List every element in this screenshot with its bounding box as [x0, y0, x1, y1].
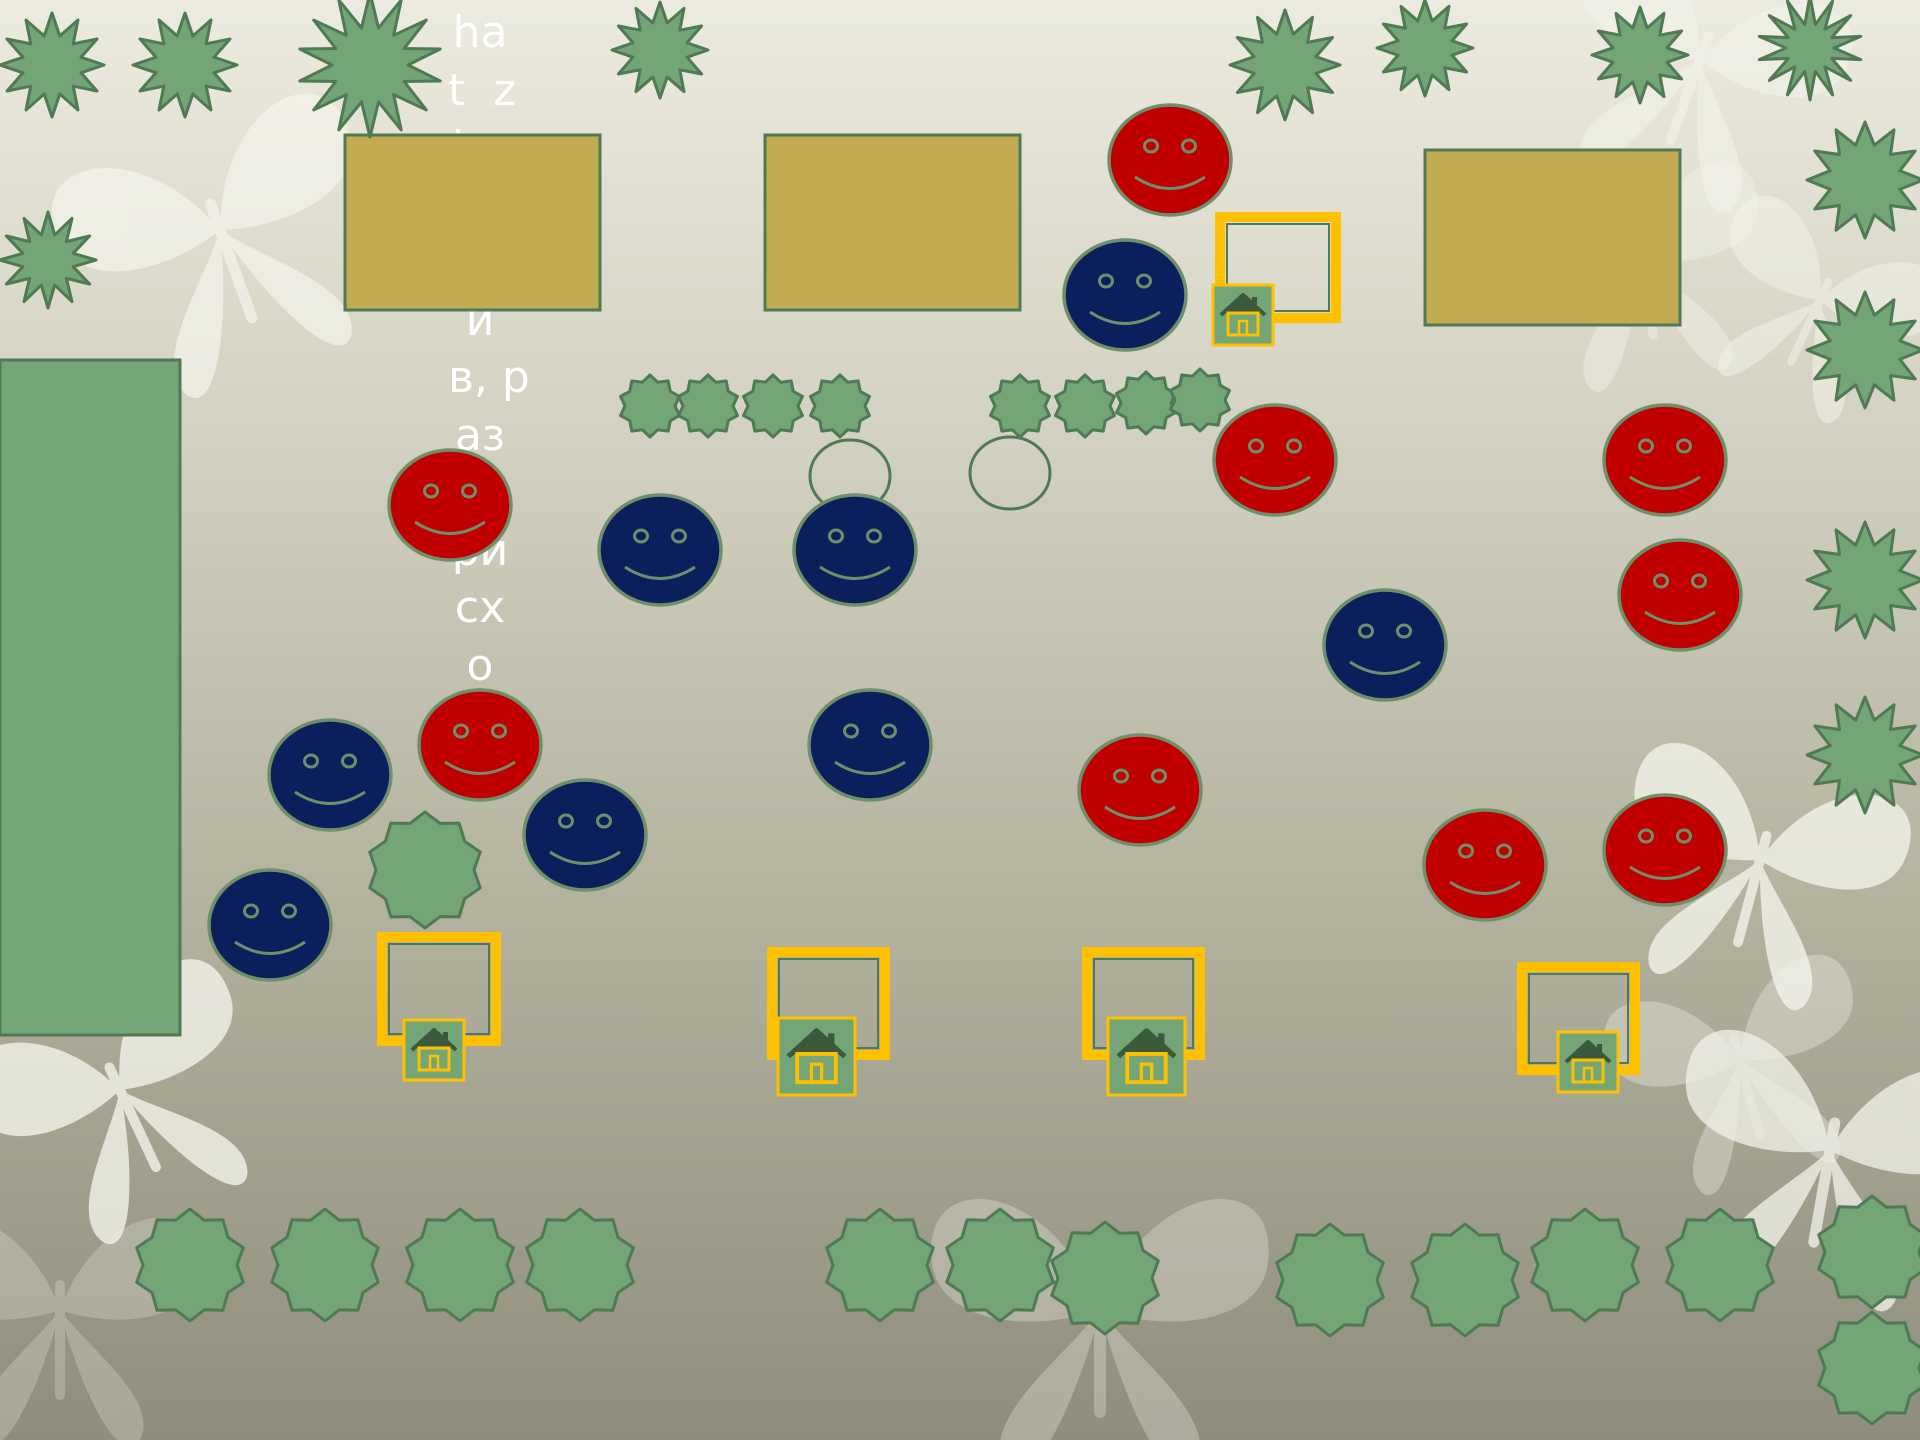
house-tile-3	[778, 1018, 855, 1095]
smiley-face-icon-1	[1109, 105, 1231, 215]
star-burst-icon	[133, 13, 237, 117]
star-burst-icon	[300, 0, 440, 137]
smiley-face-icon-11	[1079, 735, 1201, 845]
wavy-badge-icon	[407, 1209, 514, 1321]
wavy-badge-icon	[1532, 1209, 1639, 1321]
star-burst-icon	[0, 13, 104, 117]
wavy-badge-icon	[1052, 1222, 1159, 1334]
star-burst-icon	[1807, 697, 1920, 813]
wavy-badge-icon	[527, 1209, 634, 1321]
smiley-face-icon-5	[1619, 540, 1741, 650]
star-burst-icon	[612, 2, 708, 98]
star-burst-icon	[1807, 122, 1920, 238]
smiley-face-icon-16	[524, 780, 646, 890]
wavy-badge-icon	[1277, 1224, 1384, 1336]
star-burst-icon	[1807, 292, 1920, 408]
smiley-face-icon-4	[1604, 405, 1726, 515]
wavy-badge-icon	[1667, 1209, 1774, 1321]
wavy-badge-icon	[1819, 1196, 1920, 1308]
star-burst-icon	[1759, 0, 1860, 100]
star-burst-icon	[0, 212, 96, 308]
wavy-badge-icon	[1117, 372, 1176, 434]
wavy-badge-icon	[137, 1209, 244, 1321]
side-panel	[0, 360, 180, 1035]
house-tile-1	[1213, 285, 1273, 345]
smiley-face-icon-2	[1064, 240, 1186, 350]
wavy-badge-icon	[744, 375, 803, 437]
smiley-face-icon-8	[599, 495, 721, 605]
smiley-face-icon-3	[1214, 405, 1336, 515]
house-tile-2	[404, 1020, 464, 1080]
star-burst-icon	[1592, 7, 1688, 103]
smiley-face-icon-7	[389, 450, 511, 560]
smiley-face-icon-13	[1604, 795, 1726, 905]
wavy-badge-icon	[1056, 375, 1115, 437]
gold-box-2	[765, 135, 1020, 310]
gold-box-3	[1425, 150, 1680, 325]
wavy-badge-icon	[621, 375, 680, 437]
wavy-badge-icon	[679, 375, 738, 437]
smiley-face-icon-9	[794, 495, 916, 605]
smiley-face-icon-12	[1424, 810, 1546, 920]
smiley-face-icon-15	[419, 690, 541, 800]
star-burst-icon	[1230, 10, 1340, 120]
star-burst-icon	[1377, 0, 1473, 96]
outline-circle	[970, 437, 1050, 509]
smiley-face-icon-14	[269, 720, 391, 830]
gold-box-1	[345, 135, 600, 310]
wavy-badge-icon	[370, 812, 480, 928]
smiley-face-icon-10	[809, 690, 931, 800]
house-tile-4	[1108, 1018, 1185, 1095]
smiley-face-icon-17	[209, 870, 331, 980]
wavy-badge-icon	[1412, 1224, 1519, 1336]
smiley-face-icon-6	[1324, 590, 1446, 700]
house-tile-5	[1558, 1032, 1618, 1092]
wavy-badge-icon	[827, 1209, 934, 1321]
wavy-badge-icon	[991, 375, 1050, 437]
wavy-badge-icon	[811, 375, 870, 437]
star-burst-icon	[1807, 522, 1920, 638]
wavy-badge-icon	[947, 1209, 1054, 1321]
wavy-badge-icon	[1171, 369, 1230, 431]
wavy-badge-icon	[1819, 1312, 1920, 1424]
wavy-badge-icon	[272, 1209, 379, 1321]
